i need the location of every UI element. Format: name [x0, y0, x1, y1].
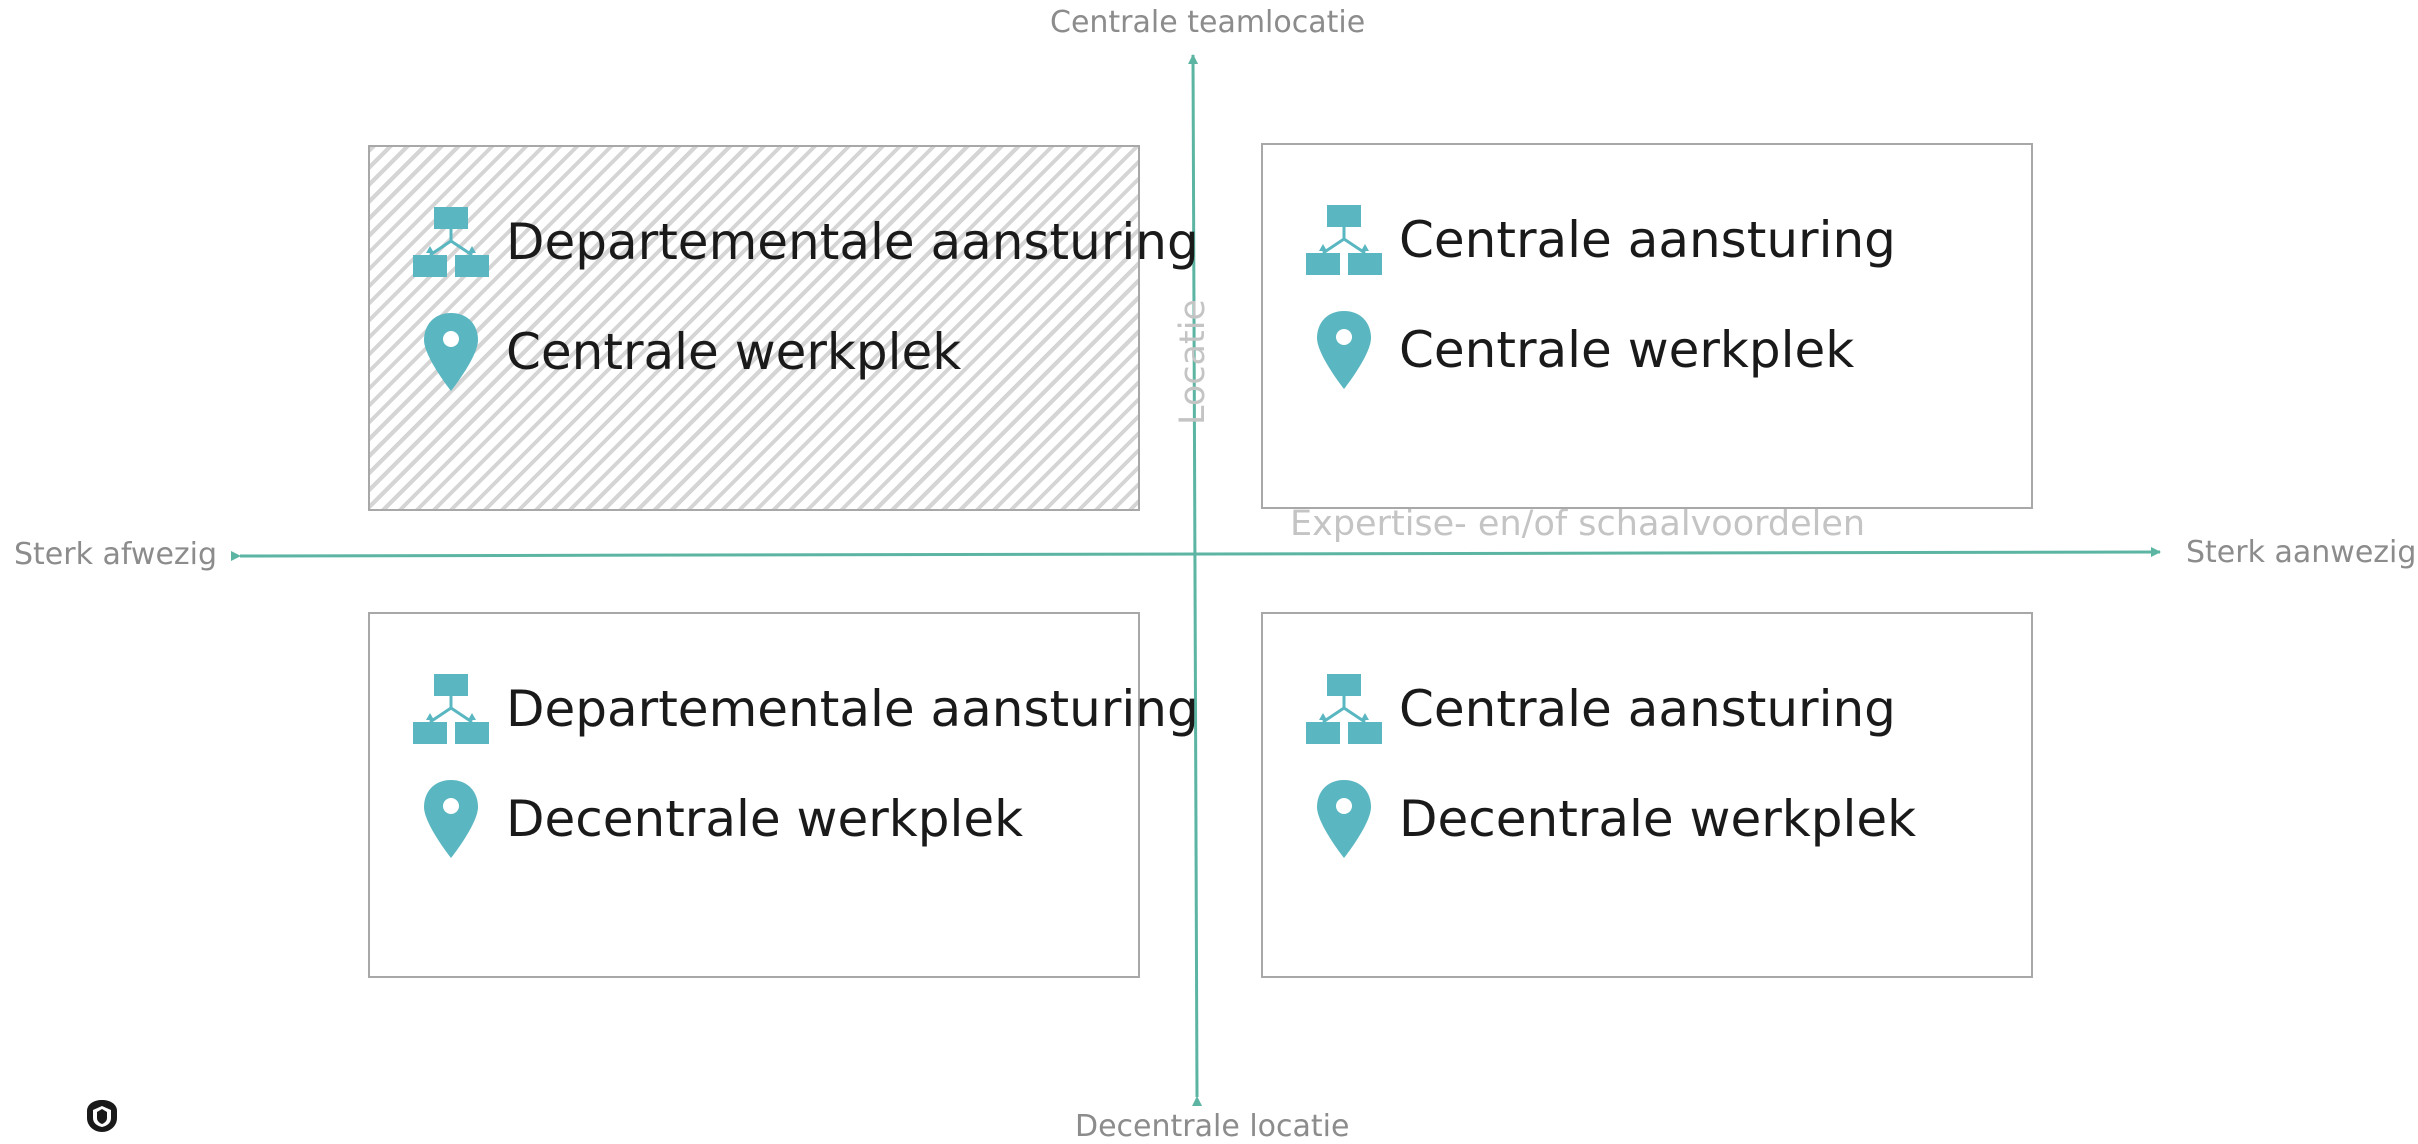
quadrant-top-right: Centrale aansturing Centrale werkplek [1261, 143, 2033, 509]
quadrant-bottom-right: Centrale aansturing Decentrale werkplek [1261, 612, 2033, 978]
axis-label-right: Sterk aanwezig [2186, 535, 2417, 570]
horizontal-axis [230, 547, 2161, 562]
quadrant-bottom-left: Departementale aansturing Decentrale wer… [368, 612, 1199, 978]
vertical-axis-title: Locatie [1173, 299, 1213, 425]
location-text: Centrale werkplek [1399, 321, 1855, 379]
org-chart-icon [412, 668, 494, 750]
location-row: Centrale werkplek [412, 307, 961, 397]
steering-text: Centrale aansturing [1399, 680, 1896, 738]
steering-text: Departementale aansturing [506, 213, 1199, 271]
location-row: Decentrale werkplek [412, 774, 1023, 864]
vertical-axis [1188, 54, 1203, 1107]
horizontal-axis-title: Expertise- en/of schaalvoordelen [1290, 504, 1866, 544]
shield-logo-icon [87, 1100, 117, 1132]
location-text: Decentrale werkplek [1399, 790, 1917, 848]
steering-row: Departementale aansturing [412, 197, 1199, 287]
steering-text: Departementale aansturing [506, 680, 1199, 738]
map-pin-icon [1305, 309, 1387, 391]
steering-text: Centrale aansturing [1399, 211, 1896, 269]
org-chart-icon [412, 201, 494, 283]
location-row: Centrale werkplek [1305, 305, 1854, 395]
map-pin-icon [1305, 778, 1387, 860]
location-row: Decentrale werkplek [1305, 774, 1916, 864]
steering-row: Centrale aansturing [1305, 664, 1896, 754]
map-pin-icon [412, 778, 494, 860]
org-chart-icon [1305, 199, 1387, 281]
steering-row: Centrale aansturing [1305, 195, 1896, 285]
axis-label-top: Centrale teamlocatie [1050, 5, 1366, 40]
steering-row: Departementale aansturing [412, 664, 1199, 754]
location-text: Decentrale werkplek [506, 790, 1024, 848]
org-chart-icon [1305, 668, 1387, 750]
axis-label-left: Sterk afwezig [14, 537, 218, 572]
map-pin-icon [412, 311, 494, 393]
axis-label-bottom: Decentrale locatie [1075, 1109, 1350, 1144]
quadrant-top-left: Departementale aansturing Centrale werkp… [368, 145, 1199, 511]
location-text: Centrale werkplek [506, 323, 962, 381]
